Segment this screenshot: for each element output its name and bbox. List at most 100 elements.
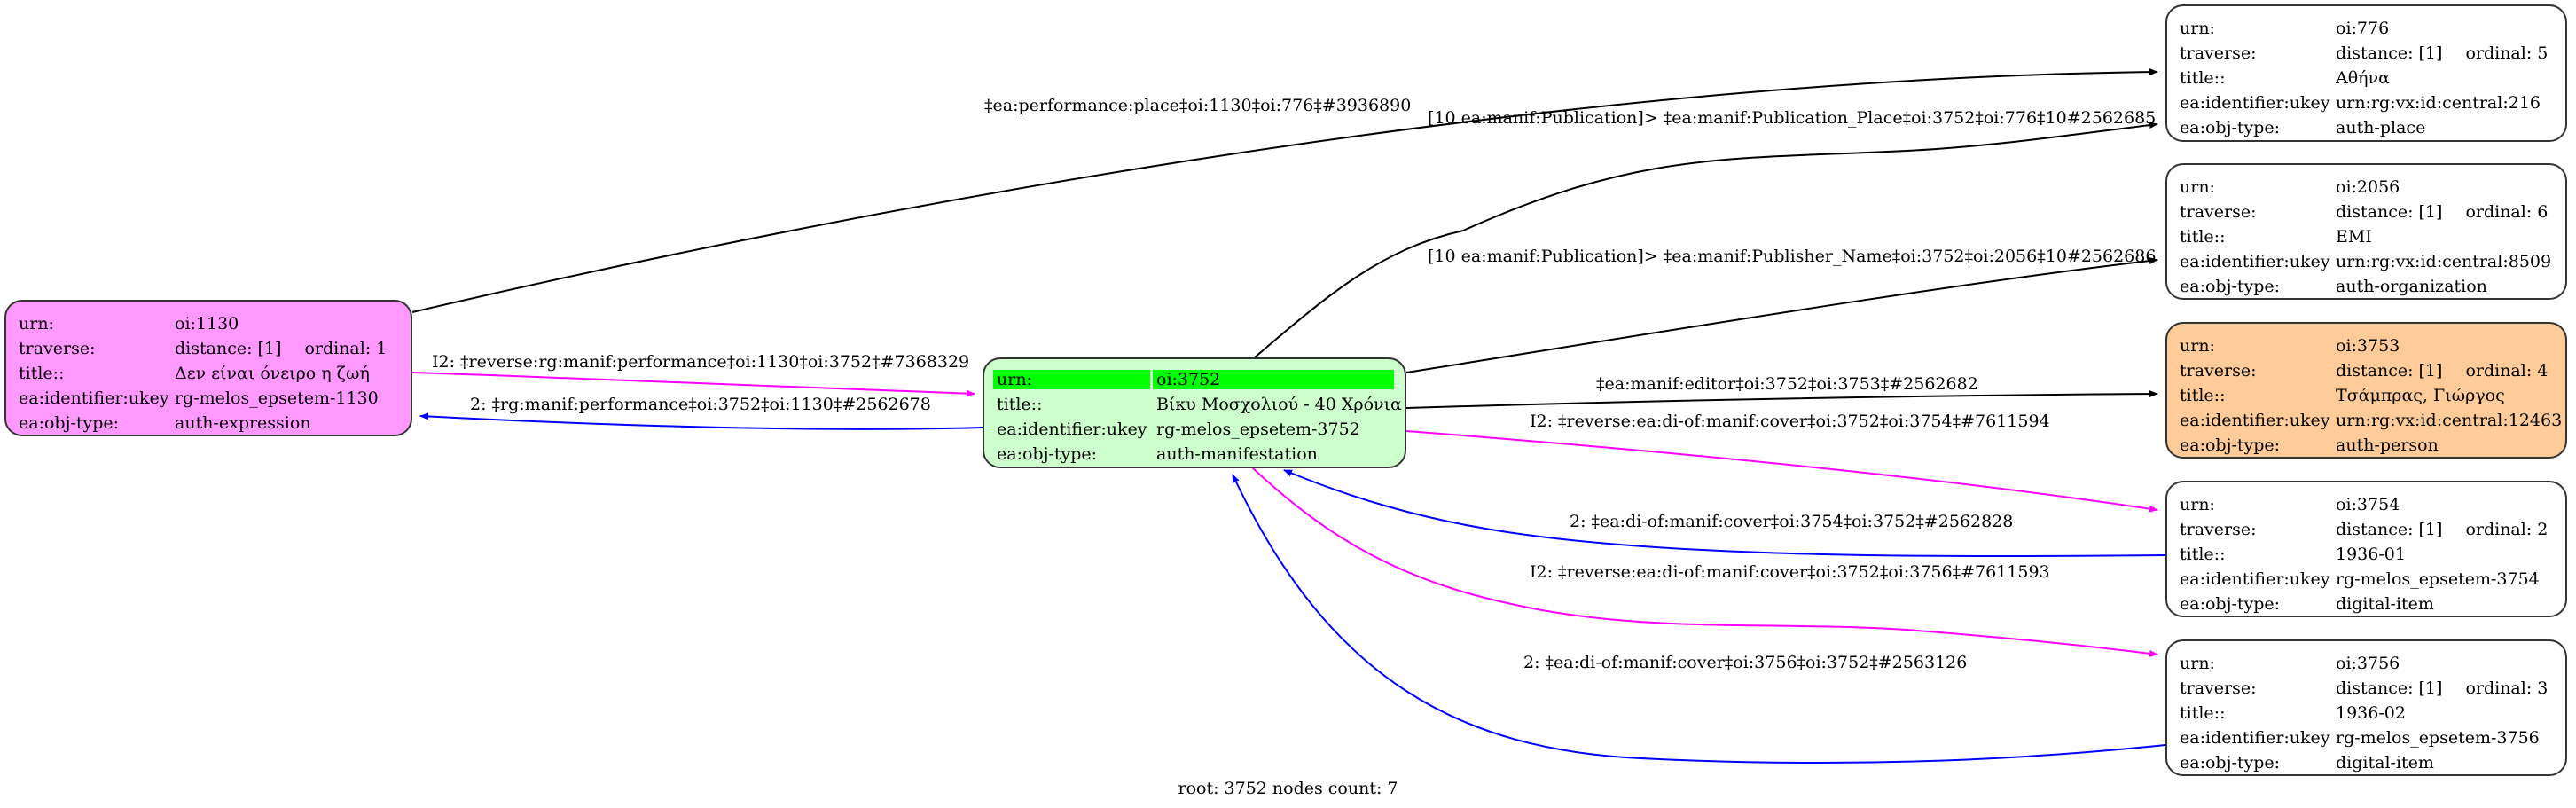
- field-label: ea:identifier:ukey: [2180, 411, 2330, 430]
- field-value: distance: [1] ordinal: 2: [2336, 520, 2555, 539]
- field-label: ea:obj-type:: [2180, 118, 2281, 137]
- node-oi-3752-root[interactable]: urn:oi:3752 title::Βίκυ Μοσχολιού - 40 Χ…: [983, 357, 1406, 468]
- field-value: Τσάμπρας, Γιώργος: [2336, 386, 2505, 405]
- edge-reverse-cover-3756[interactable]: [1252, 467, 2158, 657]
- ordinal-value: ordinal: 6: [2465, 202, 2549, 222]
- field-label: traverse:: [2180, 361, 2257, 380]
- distance-value: distance: [1]: [175, 339, 282, 358]
- field-value: distance: [1] ordinal: 6: [2336, 202, 2555, 222]
- field-label: ea:obj-type:: [2180, 277, 2281, 296]
- field-value: oi:2056: [2336, 177, 2400, 197]
- node-row-title: title::Τσάμπρας, Γιώργος: [2180, 383, 2555, 408]
- edge-label-publication-place: [10 ea:manif:Publication]> ‡ea:manif:Pub…: [1428, 108, 2157, 128]
- edge-reverse-cover-3754[interactable]: [1405, 430, 2158, 513]
- field-value: urn:rg:vx:id:central:216: [2336, 93, 2541, 113]
- field-value: EMI: [2336, 227, 2372, 247]
- edge-publication-place[interactable]: [1254, 122, 2158, 358]
- field-label: ea:identifier:ukey: [19, 388, 169, 408]
- node-row-type: ea:obj-type: auth-organization: [2180, 274, 2555, 299]
- ordinal-value: ordinal: 4: [2465, 361, 2549, 380]
- field-value: urn:rg:vx:id:central:12463: [2336, 411, 2563, 430]
- field-value: distance: [1]ordinal: 5: [2336, 43, 2555, 63]
- field-value: 1936-01: [2336, 545, 2406, 564]
- field-label: ea:identifier:ukey: [2180, 93, 2330, 113]
- field-value: Βίκυ Μοσχολιού - 40 Χρόνια: [1156, 395, 1402, 414]
- edge-cover-3756[interactable]: [1232, 474, 2166, 764]
- field-label: title::: [2180, 227, 2226, 247]
- edge-label-performance: 2: ‡rg:manif:performance‡oi:3752‡oi:1130…: [470, 395, 931, 414]
- node-row-title: title::Βίκυ Μοσχολιού - 40 Χρόνια: [993, 392, 1402, 417]
- field-value: urn:rg:vx:id:central:8509: [2336, 252, 2552, 271]
- node-row-urn: urn:oi:776: [2180, 16, 2555, 41]
- field-value: digital-item: [2336, 594, 2434, 614]
- node-row-title: title::1936-02: [2180, 701, 2555, 726]
- edge-label-editor: ‡ea:manif:editor‡oi:3752‡oi:3753‡#256268…: [1596, 374, 1978, 394]
- edge-editor[interactable]: [1405, 390, 2158, 409]
- ordinal-value: ordinal: 1: [304, 339, 388, 358]
- field-label: ea:identifier:ukey: [2180, 569, 2330, 589]
- field-label: title::: [2180, 68, 2226, 88]
- field-label: urn:: [2180, 177, 2215, 197]
- node-row-traverse: traverse:distance: [1]ordinal: 6: [2180, 200, 2555, 224]
- field-label: ea:obj-type:: [2180, 435, 2281, 455]
- edge-label-cover-3756: 2: ‡ea:di-of:manif:cover‡oi:3756‡oi:3752…: [1523, 653, 1968, 672]
- field-value: rg-melos_epsetem-3752: [1156, 420, 1360, 439]
- node-oi-3753[interactable]: urn: oi:3753 traverse:distance: [1]ordina…: [2165, 322, 2567, 459]
- edge-cover-3754[interactable]: [1283, 469, 2166, 557]
- field-value: auth-organization: [2336, 277, 2487, 296]
- field-value: rg-melos_epsetem-3754: [2336, 569, 2540, 589]
- node-row-ukey: ea:identifier:ukey urn:rg:vx:id:central:8…: [2180, 249, 2555, 274]
- edge-label-cover-3754: 2: ‡ea:di-of:manif:cover‡oi:3754‡oi:3752…: [1570, 512, 2014, 531]
- node-row-type: ea:obj-type:auth-place: [2180, 115, 2555, 140]
- node-row-urn: urn: oi:2056: [2180, 175, 2555, 200]
- node-row-urn: urn:oi:1130: [19, 311, 400, 336]
- ordinal-value: ordinal: 2: [2465, 520, 2549, 539]
- node-row-type: ea:obj-type:auth-manifestation: [993, 442, 1394, 467]
- node-oi-3754[interactable]: urn:oi:3754 traverse:distance: [1]ordina…: [2165, 481, 2567, 617]
- edge-publisher-name[interactable]: [1405, 257, 2158, 373]
- node-row-traverse: traverse: distance: [1] ordinal: 1: [19, 336, 400, 361]
- field-label: ea:identifier:ukey: [2180, 252, 2330, 271]
- graph-footer-caption: root: 3752 nodes count: 7: [1178, 779, 1398, 798]
- field-label: urn:: [2180, 495, 2215, 514]
- field-value: rg-melos_epsetem-3756: [2336, 728, 2540, 748]
- field-label: urn:: [19, 314, 54, 333]
- field-value: distance: [1] ordinal: 1: [175, 339, 400, 358]
- node-row-title: title::Δεν είναι όνειρο η ζωή: [19, 361, 400, 386]
- node-row-urn: urn:oi:3754: [2180, 492, 2555, 517]
- distance-value: distance: [1]: [2336, 520, 2443, 539]
- node-row-ukey: ea:identifier:ukey urn:rg:vx:id:central:2…: [2180, 90, 2555, 115]
- field-value: oi:3756: [2336, 654, 2400, 673]
- node-oi-2056[interactable]: urn:oi:2056 traverse:distance: [1]ordina…: [2165, 163, 2567, 300]
- node-oi-776[interactable]: urn:oi:776 traverse:distance: [1]ordinal…: [2165, 4, 2567, 142]
- node-row-ukey: ea:identifier:ukey rg-melos_epsetem-3754: [2180, 567, 2555, 592]
- edge-reverse-performance[interactable]: [411, 372, 975, 397]
- field-value: distance: [1]ordinal: 3: [2336, 679, 2555, 698]
- field-label: traverse:: [2180, 679, 2257, 698]
- node-row-title: title::1936-01: [2180, 542, 2555, 567]
- node-row-type: ea:obj-type:auth-person: [2180, 433, 2555, 458]
- node-oi-1130[interactable]: urn:oi:1130 traverse: distance: [1] ordina…: [4, 300, 412, 436]
- node-row-urn: urn:oi:3756: [2180, 651, 2555, 676]
- distance-value: distance: [1]: [2336, 679, 2443, 698]
- node-row-urn: urn: oi:3753: [2180, 333, 2555, 358]
- edge-performance-place[interactable]: [411, 68, 2158, 313]
- node-row-traverse: traverse:distance: [1]ordinal: 4: [2180, 358, 2555, 383]
- field-label: traverse:: [19, 339, 96, 358]
- distance-value: distance: [1]: [2336, 202, 2443, 222]
- node-row-type: ea:obj-type:digital-item: [2180, 592, 2555, 616]
- field-value: oi:3753: [2336, 336, 2400, 356]
- node-row-traverse: traverse:distance: [1]ordinal: 2: [2180, 517, 2555, 542]
- edge-label-reverse-cover-3756: I2: ‡reverse:ea:di-of:manif:cover‡oi:375…: [1530, 562, 2050, 582]
- field-label: ea:obj-type:: [2180, 753, 2281, 773]
- node-row-ukey: ea:identifier:ukey urn:rg:vx:id:central:1…: [2180, 408, 2562, 433]
- edge-label-reverse-cover-3754: I2: ‡reverse:ea:di-of:manif:cover‡oi:375…: [1530, 412, 2050, 431]
- field-label: title::: [2180, 703, 2226, 723]
- node-row-type: ea:obj-type:auth-expression: [19, 411, 400, 435]
- field-label: urn:: [2180, 336, 2215, 356]
- edge-performance[interactable]: [419, 412, 983, 430]
- node-oi-3756[interactable]: urn:oi:3756 traverse: distance: [1]ordina…: [2165, 639, 2567, 776]
